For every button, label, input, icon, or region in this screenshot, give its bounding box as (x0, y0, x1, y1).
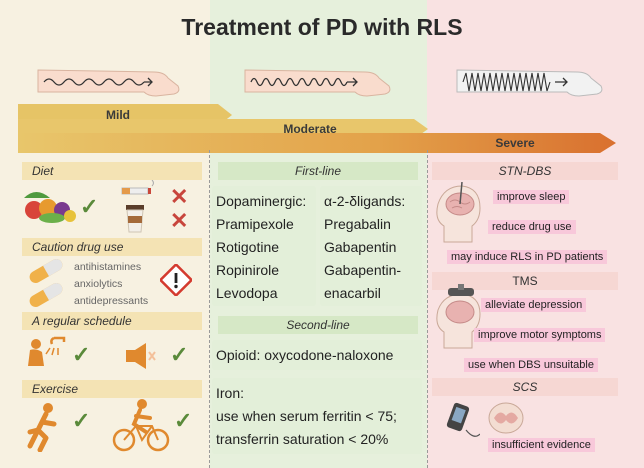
caution-item: antihistamines (74, 261, 142, 273)
regular-schedule-header: A regular schedule (22, 312, 202, 330)
coffee-icon (126, 205, 144, 233)
check-icon: ✓ (80, 194, 99, 219)
diet-header: Diet (22, 162, 202, 180)
iron-line: use when serum ferritin < 75; (216, 408, 397, 424)
caution-item: antidepressants (74, 295, 149, 307)
warning-icon (160, 264, 192, 296)
cigarette-icon (121, 180, 154, 195)
stn-benefit-tag: reduce drug use (488, 220, 576, 234)
drug-name: Levodopa (216, 285, 278, 301)
tms-benefit-tag: alleviate depression (481, 298, 587, 312)
severe-label: Severe (495, 136, 535, 150)
iron-line: transferrin saturation < 20% (216, 431, 389, 447)
check-icon: ✓ (72, 342, 91, 367)
leg-icon (244, 69, 391, 97)
drug-name: enacarbil (324, 285, 381, 301)
leg-icon (456, 69, 603, 97)
first-line-header: First-line (218, 162, 418, 180)
caution-drug-header: Caution drug use (22, 238, 202, 256)
drug-name: Gabapentin- (324, 262, 402, 278)
bicycle-icon (112, 399, 170, 452)
stn-risk-tag: may induce RLS in PD patients (447, 250, 608, 264)
opioid-box (212, 340, 422, 370)
speaker-icon (126, 343, 156, 369)
scs-evidence-tag: insufficient evidence (488, 438, 595, 452)
iron-box (212, 378, 422, 454)
opioid-text: Opioid: oxycodone-naloxone (216, 347, 394, 363)
leg-icon (37, 69, 180, 97)
drug-name: Gabapentin (324, 239, 397, 255)
cross-icon: ✕ (170, 208, 189, 233)
column-divider (209, 150, 210, 468)
drug-name: Pregabalin (324, 216, 391, 232)
tms-header: TMS (432, 272, 618, 290)
tms-benefit-tag: improve motor symptoms (474, 328, 606, 342)
dopaminergic-box (212, 186, 316, 306)
stn-benefit-tag: improve sleep (493, 190, 570, 204)
drug-name: Ropinirole (216, 262, 280, 278)
head-brain-icon (436, 182, 481, 243)
shower-icon (28, 336, 66, 366)
moderate-label: Moderate (283, 122, 337, 136)
scs-header: SCS (432, 378, 618, 396)
stn-dbs-header: STN-DBS (432, 162, 618, 180)
tms-note-tag: use when DBS unsuitable (464, 358, 598, 372)
caution-item: anxiolytics (74, 278, 123, 290)
drug-name: Pramipexole (216, 216, 294, 232)
severe-arrow (18, 133, 616, 153)
runner-icon (27, 403, 57, 452)
check-icon: ✓ (170, 342, 189, 367)
stimulator-icon (446, 402, 480, 437)
mild-label: Mild (106, 108, 130, 122)
column-divider (427, 150, 428, 468)
pill-icon (29, 259, 63, 307)
dopaminergic-title: Dopaminergic: (216, 193, 307, 209)
spinal-cord-icon (488, 402, 524, 434)
iron-title: Iron: (216, 385, 245, 401)
tms-coil-icon (436, 284, 481, 349)
figure-title: Treatment of PD with RLS (181, 14, 463, 40)
exercise-header: Exercise (22, 380, 202, 398)
check-icon: ✓ (174, 408, 193, 433)
alpha-2-delta-title: α-2-δligands: (324, 193, 406, 209)
check-icon: ✓ (72, 408, 91, 433)
fruit-icon (24, 192, 76, 223)
drug-name: Rotigotine (216, 239, 280, 255)
cross-icon: ✕ (170, 184, 189, 209)
alpha-2-delta-box (320, 186, 422, 306)
second-line-header: Second-line (218, 316, 418, 334)
